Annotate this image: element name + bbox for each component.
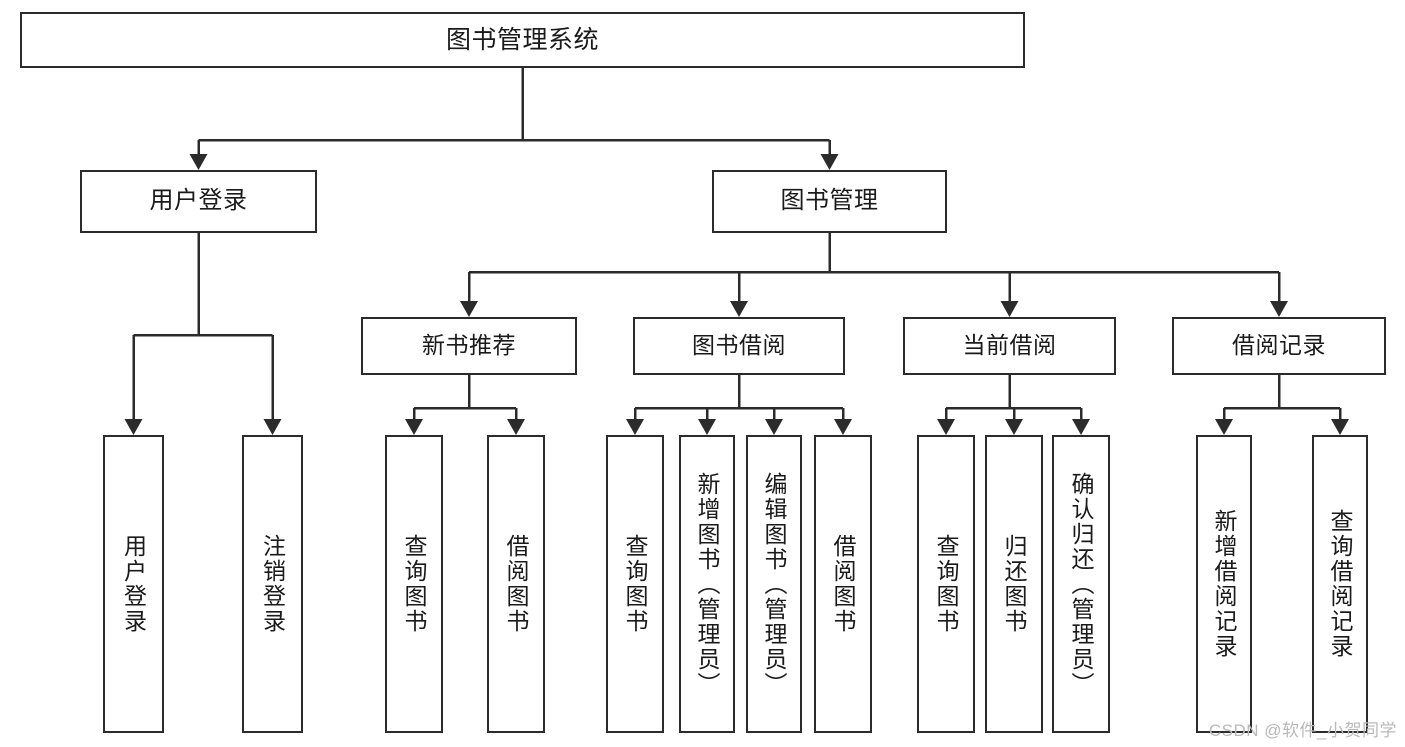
arrow-root-bookmgmt bbox=[820, 154, 839, 170]
node-leaf1[interactable]: 用户登录 bbox=[103, 435, 164, 733]
node-label: 新增借阅记录 bbox=[1211, 509, 1238, 659]
node-leaf12[interactable]: 新增借阅记录 bbox=[1196, 435, 1252, 733]
node-label: 借阅图书 bbox=[503, 534, 530, 634]
arrow-bookmgmt-current bbox=[1000, 301, 1019, 317]
node-current[interactable]: 当前借阅 bbox=[903, 317, 1116, 375]
arrow-borrow-leaf6 bbox=[698, 419, 716, 435]
node-label: 用户登录 bbox=[149, 187, 248, 215]
arrow-login-leaf2 bbox=[263, 419, 282, 435]
arrow-root-login bbox=[189, 154, 208, 170]
node-leaf3[interactable]: 查询图书 bbox=[385, 435, 443, 733]
arrow-current-leaf10 bbox=[1005, 419, 1023, 435]
arrow-bookmgmt-borrow bbox=[730, 301, 748, 317]
node-label: 查询图书 bbox=[933, 534, 960, 634]
node-label: 注销登录 bbox=[259, 534, 286, 634]
node-leaf13[interactable]: 查询借阅记录 bbox=[1312, 435, 1368, 733]
node-root[interactable]: 图书管理系统 bbox=[20, 12, 1025, 68]
node-label: 编辑图书（管理员） bbox=[761, 471, 788, 697]
node-label: 查询图书 bbox=[401, 534, 428, 634]
node-label: 查询图书 bbox=[622, 534, 649, 634]
node-label: 图书管理 bbox=[780, 187, 879, 215]
node-label: 图书借阅 bbox=[692, 332, 786, 359]
arrow-login-leaf1 bbox=[124, 419, 143, 435]
node-leaf11[interactable]: 确认归还（管理员） bbox=[1052, 435, 1110, 733]
node-label: 借阅图书 bbox=[830, 534, 857, 634]
node-leaf2[interactable]: 注销登录 bbox=[242, 435, 303, 733]
node-leaf6[interactable]: 新增图书（管理员） bbox=[679, 435, 735, 733]
node-label: 用户登录 bbox=[120, 534, 147, 634]
arrow-newbook-leaf3 bbox=[405, 419, 423, 435]
arrow-bookmgmt-newbook bbox=[460, 301, 478, 317]
node-login[interactable]: 用户登录 bbox=[80, 170, 317, 233]
arrow-current-leaf11 bbox=[1072, 419, 1090, 435]
node-leaf8[interactable]: 借阅图书 bbox=[814, 435, 872, 733]
arrow-newbook-leaf4 bbox=[507, 419, 525, 435]
node-label: 新书推荐 bbox=[422, 332, 516, 359]
arrow-borrow-leaf5 bbox=[626, 419, 644, 435]
node-label: 确认归还（管理员） bbox=[1068, 471, 1095, 697]
node-label: 归还图书 bbox=[1001, 534, 1028, 634]
arrow-records-leaf13 bbox=[1331, 419, 1349, 435]
node-borrow[interactable]: 图书借阅 bbox=[633, 317, 845, 375]
node-label: 新增图书（管理员） bbox=[694, 471, 721, 697]
node-leaf7[interactable]: 编辑图书（管理员） bbox=[746, 435, 802, 733]
node-label: 当前借阅 bbox=[962, 332, 1057, 359]
arrow-records-leaf12 bbox=[1215, 419, 1233, 435]
arrow-bookmgmt-records bbox=[1270, 301, 1288, 317]
node-label: 借阅记录 bbox=[1232, 332, 1326, 359]
arrow-current-leaf9 bbox=[937, 419, 955, 435]
node-label: 查询借阅记录 bbox=[1327, 509, 1354, 659]
node-leaf5[interactable]: 查询图书 bbox=[606, 435, 664, 733]
node-leaf9[interactable]: 查询图书 bbox=[917, 435, 975, 733]
arrow-borrow-leaf8 bbox=[834, 419, 852, 435]
node-bookmgmt[interactable]: 图书管理 bbox=[712, 170, 947, 233]
csdn-watermark: CSDN @软件_小贺同学 bbox=[1208, 721, 1397, 740]
node-label: 图书管理系统 bbox=[445, 26, 599, 54]
node-records[interactable]: 借阅记录 bbox=[1172, 317, 1386, 375]
node-leaf4[interactable]: 借阅图书 bbox=[487, 435, 545, 733]
arrow-borrow-leaf7 bbox=[765, 419, 783, 435]
node-leaf10[interactable]: 归还图书 bbox=[985, 435, 1043, 733]
node-newbook[interactable]: 新书推荐 bbox=[361, 317, 577, 375]
